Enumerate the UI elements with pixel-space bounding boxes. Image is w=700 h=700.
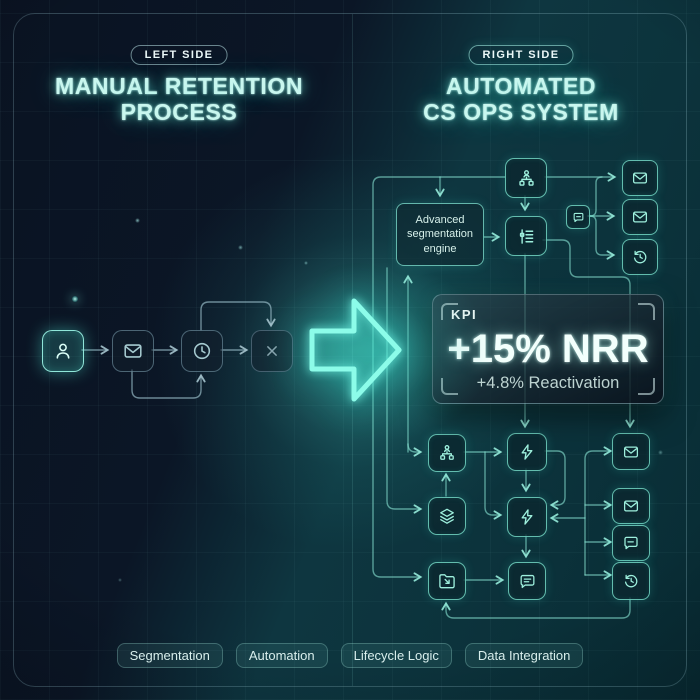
chat-icon — [573, 212, 583, 222]
rules-icon — [519, 228, 533, 244]
left-panel-title: MANUAL RETENTION PROCESS — [20, 73, 338, 126]
x-icon — [267, 346, 277, 356]
kpi-corner-bracket — [638, 303, 655, 320]
node-sitemap-bottom — [428, 434, 466, 472]
bolt-icon — [521, 444, 533, 460]
node-mail-bottom-2 — [612, 488, 650, 524]
tag-data-integration: Data Integration — [464, 643, 584, 668]
left-title-line1: MANUAL RETENTION — [54, 73, 304, 99]
chat-icon — [520, 574, 534, 588]
kpi-corner-bracket — [441, 378, 458, 395]
left-side-badge: LEFT SIDE — [130, 45, 228, 65]
left-node-churn — [251, 330, 293, 372]
node-message-bottom — [508, 562, 546, 600]
layers-icon — [440, 508, 454, 524]
glow-dot — [72, 296, 78, 302]
glow-dot — [658, 450, 663, 455]
left-flow-wires — [81, 301, 276, 399]
right-title-line2: CS OPS SYSTEM — [423, 99, 619, 126]
left-node-customer — [42, 330, 84, 372]
node-folder-import — [428, 562, 466, 600]
tag-segmentation: Segmentation — [116, 643, 223, 668]
kpi-corner-bracket — [638, 378, 655, 395]
left-node-wait — [181, 330, 223, 372]
kpi-card: KPI +15% NRR +4.8% Reactivation — [432, 294, 664, 404]
right-side-badge-label: RIGHT SIDE — [482, 49, 560, 61]
left-node-email — [112, 330, 154, 372]
node-mail-bottom-1 — [612, 433, 650, 470]
kpi-subvalue: +4.8% Reactivation — [476, 374, 620, 392]
kpi-value: +15% NRR — [447, 327, 649, 371]
right-panel-title: AUTOMATED CS OPS SYSTEM — [368, 73, 674, 126]
glow-dot — [591, 109, 596, 114]
node-mail-top-2 — [622, 199, 658, 235]
tag-lifecycle-logic: Lifecycle Logic — [340, 643, 452, 668]
node-mail-top-1 — [622, 160, 658, 196]
node-layers — [428, 497, 466, 535]
clock-icon — [193, 342, 211, 360]
bolt-icon — [521, 509, 533, 525]
engine-label: Advanced segmentation engine — [406, 214, 474, 255]
frame-border — [13, 13, 687, 687]
mail-icon — [632, 211, 648, 223]
footer-tags: Segmentation Automation Lifecycle Logic … — [0, 643, 700, 668]
mail-icon — [623, 445, 639, 458]
left-title-line2: PROCESS — [120, 99, 238, 126]
glow-dot — [238, 245, 243, 250]
sitemap-icon — [518, 169, 534, 186]
chat-icon — [624, 536, 638, 550]
glow-dot — [135, 218, 140, 223]
node-chat-small — [566, 205, 590, 229]
history-icon — [624, 574, 638, 588]
right-side-badge: RIGHT SIDE — [468, 45, 574, 65]
glow-dot — [304, 261, 308, 265]
node-automation-2 — [507, 497, 547, 537]
tag-automation: Automation — [235, 643, 328, 668]
mail-icon — [124, 344, 142, 358]
node-chat-bottom — [612, 525, 650, 561]
mail-icon — [632, 172, 648, 184]
advanced-segmentation-engine-box: Advanced segmentation engine — [396, 203, 484, 266]
glow-dot — [118, 578, 122, 582]
user-icon — [56, 343, 70, 359]
right-title-line1: AUTOMATED — [445, 73, 597, 99]
node-segmentation-rules — [505, 216, 547, 256]
kpi-label: KPI — [451, 307, 478, 322]
node-automation-1 — [507, 433, 547, 471]
node-history-top — [622, 239, 658, 275]
node-history-bottom — [612, 562, 650, 600]
node-sitemap-top — [505, 158, 547, 198]
history-icon — [633, 250, 647, 264]
left-side-badge-label: LEFT SIDE — [144, 49, 214, 61]
sitemap-icon — [440, 445, 454, 460]
folder-import-icon — [439, 574, 455, 589]
kpi-corner-bracket — [441, 303, 458, 320]
mail-icon — [623, 500, 639, 512]
